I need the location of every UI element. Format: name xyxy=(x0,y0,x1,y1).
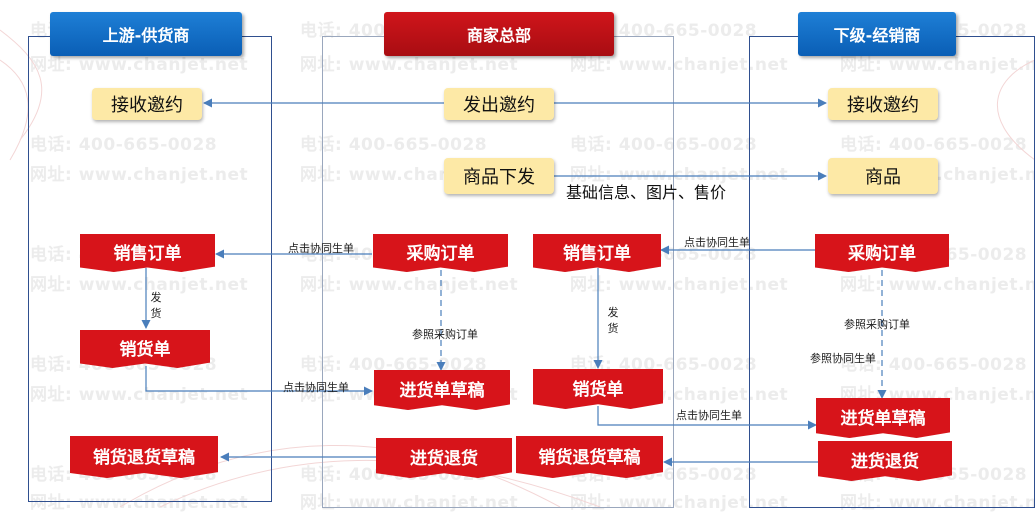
watermark-site: 网址: www.chanjet.net xyxy=(570,275,789,295)
ship-label-hq: 发货 xyxy=(607,306,619,335)
purchase-return-box-downstream: 进货退货 xyxy=(818,441,952,481)
watermark-site: 网址: www.chanjet.net xyxy=(840,275,1035,295)
hq-header: 商家总部 xyxy=(384,12,614,56)
click-collab-gen-label: 点击协同生单 xyxy=(676,409,742,422)
receive-invite-box-upstream: 接收邀约 xyxy=(92,88,202,120)
watermark-site: 网址: www.chanjet.net xyxy=(840,55,1035,75)
watermark-site: 网址: www.chanjet.net xyxy=(30,275,249,295)
delivery-box-upstream: 销货单 xyxy=(80,330,210,368)
ref-po-label-hq: 参照采购订单 xyxy=(412,328,478,341)
downstream-header: 下级-经销商 xyxy=(798,12,956,56)
watermark-phone: 电话: 400-665-0028 xyxy=(30,135,218,155)
watermark-phone: 电话: 400-665-0028 xyxy=(840,135,1028,155)
ref-po-label-downstream: 参照采购订单 xyxy=(844,318,910,331)
sales-order-box-upstream: 销售订单 xyxy=(80,234,215,272)
basic-info-label: 基础信息、图片、售价 xyxy=(566,183,727,202)
watermark-phone: 电话: 400-665-0028 xyxy=(300,135,488,155)
purchase-order-box-downstream: 采购订单 xyxy=(815,234,949,272)
receipt-draft-box-downstream: 进货单草稿 xyxy=(816,398,950,438)
sales-order-box-hq: 销售订单 xyxy=(533,234,661,272)
watermark-site: 网址: www.chanjet.net xyxy=(30,385,249,405)
delivery-box-hq: 销货单 xyxy=(533,369,663,409)
click-collab-gen-label: 点击协同生单 xyxy=(288,242,354,255)
sales-return-draft-box-upstream: 销货退货草稿 xyxy=(70,436,218,478)
purchase-order-box-hq: 采购订单 xyxy=(373,234,508,272)
watermark-phone: 电话: 400-665-0028 xyxy=(570,135,758,155)
send-invite-box: 发出邀约 xyxy=(444,88,554,120)
ship-label-upstream: 发货 xyxy=(150,291,162,320)
click-collab-gen-label: 点击协同生单 xyxy=(283,381,349,394)
receive-invite-box-downstream: 接收邀约 xyxy=(828,88,938,120)
watermark-site: 网址: www.chanjet.net xyxy=(570,55,789,75)
watermark-site: 网址: www.chanjet.net xyxy=(30,165,249,185)
watermark-site: 网址: www.chanjet.net xyxy=(300,55,519,75)
sales-return-draft-box-hq: 销货退货草稿 xyxy=(516,436,663,478)
watermark-site: 网址: www.chanjet.net xyxy=(570,165,789,185)
watermark-site: 网址: www.chanjet.net xyxy=(300,275,519,295)
receipt-draft-box-hq: 进货单草稿 xyxy=(374,370,510,410)
arrow-delivery-to-receipt-hq xyxy=(145,366,373,396)
watermark-site: 网址: www.chanjet.net xyxy=(30,55,249,75)
watermark-phone: 电话: 400-665-0028 xyxy=(840,355,1028,375)
goods-dispatch-box: 商品下发 xyxy=(444,158,554,194)
goods-box: 商品 xyxy=(828,158,938,194)
click-collab-gen-label: 点击协同生单 xyxy=(684,236,750,249)
upstream-header: 上游-供货商 xyxy=(50,12,242,56)
purchase-return-box-hq: 进货退货 xyxy=(376,438,512,478)
ref-collab-gen-label-downstream: 参照协同生单 xyxy=(810,352,876,365)
arrow-delivery-to-receipt-down xyxy=(597,406,817,430)
